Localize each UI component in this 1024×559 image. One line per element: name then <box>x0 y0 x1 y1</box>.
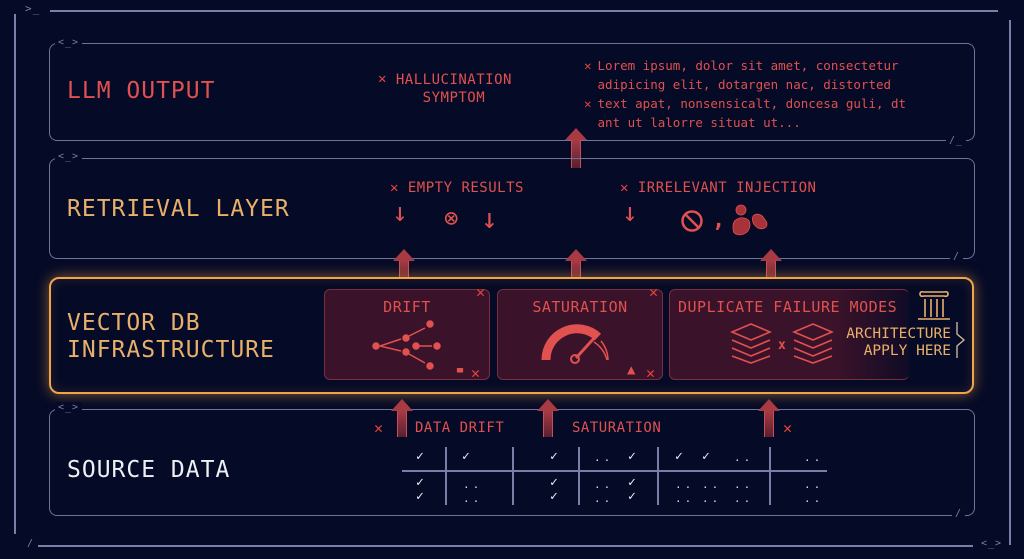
llm-output-title: LLM OUTPUT <box>67 78 216 104</box>
panel-corner-slash: / <box>952 508 966 519</box>
table-cell: ✓ <box>550 449 558 464</box>
outer-frame-left <box>14 14 16 534</box>
distorted-text-line-1: Lorem ipsum, dolor sit amet, consectetur… <box>597 58 899 92</box>
saturation-card[interactable]: SATURATION ▲ ✕ <box>497 289 663 382</box>
gauge-icon <box>541 324 609 364</box>
up-arrow-icon <box>391 399 413 437</box>
distorted-text-line-2: text apat, nonsensicalt, doncesa guli, d… <box>597 96 907 130</box>
corner-slash-bottom-left: / <box>24 538 38 549</box>
table-cell: ✓ <box>628 449 636 464</box>
tooling-icon: ▃ <box>457 362 464 373</box>
table-cell: .... <box>804 478 824 505</box>
table-cell: .. <box>804 451 824 464</box>
llm-output-panel <box>49 43 975 141</box>
table-cell: .. <box>594 451 614 464</box>
distorted-output-text: ✕ Lorem ipsum, dolor sit amet, consectetu… <box>584 56 906 132</box>
hallucination-symptom: ✕ HALLUCINATION SYMPTOM <box>378 71 512 107</box>
empty-results-label: EMPTY RESULTS <box>407 180 524 196</box>
error-x-icon: ✕ <box>783 419 793 437</box>
table-cell: ✓✓ <box>416 475 424 504</box>
comma-separator: , <box>712 208 726 233</box>
stacked-layers-icon <box>792 323 834 364</box>
table-divider <box>769 447 771 505</box>
table-cell: ✓ <box>702 449 710 464</box>
irrelevant-injection-label: IRRELEVANT INJECTION <box>637 180 817 196</box>
table-divider <box>578 447 580 505</box>
table-cell: ✓ <box>462 449 470 464</box>
outer-frame-bottom <box>38 545 973 547</box>
table-cell: .... <box>734 478 754 505</box>
empty-results-issue: ✕ EMPTY RESULTS <box>390 180 524 196</box>
table-divider <box>402 470 827 472</box>
up-arrow-icon <box>760 249 782 279</box>
circled-x-icon: ⊗ <box>444 204 459 232</box>
table-cell: .. <box>734 451 754 464</box>
down-arrow-icon: ↓ <box>392 198 408 228</box>
drift-card-title: DRIFT <box>383 298 431 316</box>
error-x-icon: ✕ <box>374 419 384 437</box>
table-cell: ✓ <box>416 449 424 464</box>
saturation-label: SATURATION <box>572 420 662 436</box>
panel-tag: <_> <box>55 151 83 162</box>
retrieval-layer-panel <box>49 158 975 259</box>
table-cell: .... <box>702 478 722 505</box>
source-data-title: SOURCE DATA <box>67 457 231 483</box>
table-cell: ✓✓ <box>550 475 558 504</box>
up-arrow-icon <box>537 399 559 437</box>
table-divider <box>445 447 447 505</box>
error-x-icon: ✕ <box>620 180 629 196</box>
branching-network-icon <box>372 320 441 370</box>
vector-db-panel <box>49 277 974 394</box>
vector-db-title: VECTOR DB INFRASTRUCTURE <box>67 310 275 363</box>
data-drift-label: DATA DRIFT <box>415 420 505 436</box>
table-cell: ✓ <box>675 449 683 464</box>
source-data-panel <box>49 409 975 516</box>
table-cell: .... <box>675 478 695 505</box>
terminal-prompt-icon: >_ <box>22 2 44 15</box>
outer-frame-right <box>1009 20 1011 545</box>
up-arrow-icon <box>565 249 587 279</box>
panel-corner-slash: / <box>950 251 964 262</box>
drift-close-x-icon[interactable]: ✕ <box>476 283 486 301</box>
contaminant-blobs-icon <box>732 204 768 236</box>
saturation-close-x-icon[interactable]: ✕ <box>649 283 659 301</box>
error-x-icon: ✕ <box>378 71 387 87</box>
outer-frame-top <box>50 10 998 12</box>
hallucination-label: HALLUCINATION SYMPTOM <box>395 72 512 106</box>
up-arrow-icon <box>393 249 415 279</box>
up-arrow-icon <box>565 128 587 168</box>
corner-tag-bottom-right: <_> <box>978 538 1006 549</box>
duplicate-failure-modes-card[interactable]: DUPLICATE FAILURE MODES x <box>669 289 909 380</box>
panel-tag: <_> <box>55 37 83 48</box>
panel-corner-tag: /_ <box>946 135 967 146</box>
duplicate-failure-modes-title: DUPLICATE FAILURE MODES <box>678 298 898 316</box>
up-arrow-icon <box>758 399 780 437</box>
table-divider <box>657 447 659 505</box>
warning-triangle-icon: ▲ <box>627 362 636 378</box>
error-x-icon: ✕ <box>584 58 592 73</box>
architecture-column-icon <box>918 290 950 320</box>
retrieval-layer-title: RETRIEVAL LAYER <box>67 196 290 222</box>
architecture-apply-here-note: ARCHITECTURE APPLY HERE <box>846 326 951 359</box>
panel-tag: <_> <box>55 402 83 413</box>
prohibited-icon <box>681 210 703 232</box>
irrelevant-injection-issue: ✕ IRRELEVANT INJECTION <box>620 180 816 196</box>
table-cell: .... <box>594 478 614 505</box>
error-x-icon: ✕ <box>584 96 592 111</box>
saturation-card-title: SATURATION <box>532 298 628 316</box>
drift-warning-x-icon: ✕ <box>471 364 481 382</box>
table-cell: ✓✓ <box>628 475 636 504</box>
table-cell: .... <box>463 478 483 505</box>
down-arrow-icon: ↓ <box>481 202 498 235</box>
down-arrow-icon: ↓ <box>622 198 638 228</box>
right-bracket-icon <box>956 322 966 358</box>
saturation-warning-x-icon: ✕ <box>646 364 656 382</box>
drift-card[interactable]: DRIFT ▃ ✕ <box>324 289 490 382</box>
stacked-layers-icon <box>730 323 772 364</box>
table-divider <box>512 447 514 505</box>
error-x-icon: ✕ <box>390 180 399 196</box>
multiplier-symbol: x <box>778 338 786 353</box>
